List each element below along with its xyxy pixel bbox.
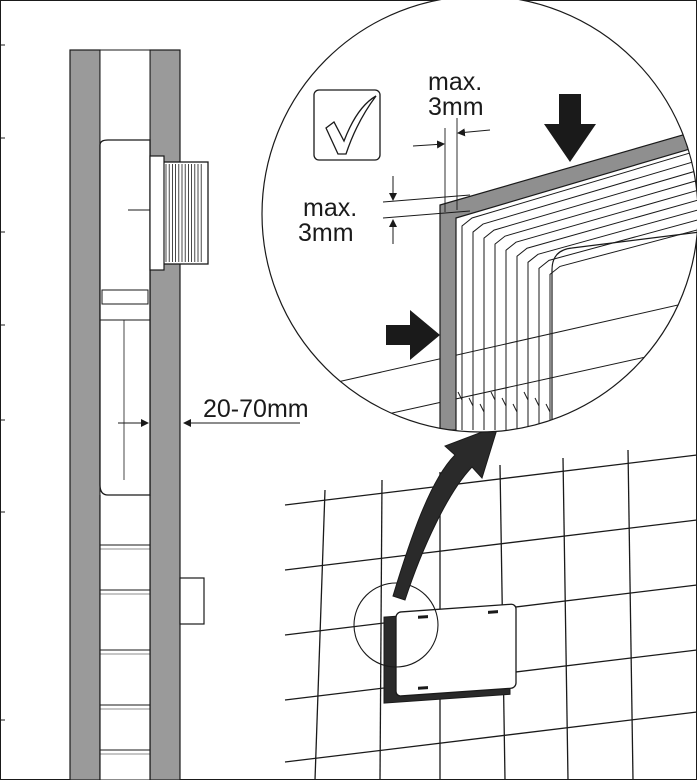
gap-top-label-line2: 3mm: [428, 93, 484, 121]
fin-clip: [479, 403, 485, 413]
device-front-cover: [395, 603, 517, 697]
detail-magnified-view: max. 3mm max. 3mm: [261, 0, 697, 433]
cover-clip: [488, 610, 498, 614]
check-mark-icon: [313, 89, 381, 161]
tile-joint-vertical: [627, 449, 634, 780]
detail-circle-outline: [261, 0, 697, 433]
fin-clip: [523, 391, 529, 401]
fan-device: [383, 603, 517, 704]
cover-fin: [461, 149, 697, 430]
tile-joint-vertical: [379, 479, 383, 780]
fin-clip: [457, 391, 463, 401]
external-grille: [157, 161, 209, 265]
cover-fin: [472, 159, 697, 430]
housing-bracket: [101, 289, 149, 305]
tile-joint-vertical: [562, 457, 569, 780]
cover-fins: [457, 149, 697, 430]
fin-clip: [490, 391, 496, 401]
wall-section-view: 20-70mm: [0, 44, 309, 780]
tile-joint-vertical: [314, 489, 326, 780]
cover-clip: [418, 615, 428, 619]
detail-callout-circle: [353, 582, 439, 668]
cover-clip: [418, 686, 428, 690]
cover-fin: [538, 218, 697, 430]
fin-clip: [501, 397, 507, 407]
outlet-box: [179, 577, 205, 625]
fin-clip: [468, 397, 474, 407]
gap-dimension-horizontal: max. 3mm: [412, 68, 491, 212]
cover-fin: [527, 208, 697, 430]
arrow-right-icon: [386, 310, 440, 360]
fin-clip: [534, 397, 540, 407]
wall-thickness-dimension: 20-70mm: [118, 395, 309, 427]
fin-clip: [512, 403, 518, 413]
gap-side-label-line2: 3mm: [298, 219, 354, 247]
wall-left-layer: [69, 49, 101, 780]
grille-fins: [165, 164, 202, 262]
cover-fin: [494, 179, 697, 430]
gap-top-label-line1: max.: [428, 68, 482, 96]
tile-joint-horizontal: [284, 519, 697, 571]
tile-joint-horizontal: [284, 454, 697, 506]
gap-side-label-line1: max.: [303, 194, 357, 222]
duct-lower: [99, 495, 151, 780]
gap-dimension-vertical: max. 3mm: [298, 176, 471, 247]
tiled-wall-view: [284, 425, 697, 780]
edge-ticks: [0, 44, 5, 721]
fin-clip: [545, 403, 551, 413]
cover-fin: [483, 169, 697, 430]
arrow-down-icon: [544, 94, 596, 162]
cover-fin: [505, 189, 697, 430]
cover-fin: [549, 228, 697, 430]
cover-inner-edge: [551, 231, 697, 430]
duct-sections: [100, 544, 150, 755]
mounting-frame: [439, 129, 697, 431]
curved-arrow-icon: [392, 425, 499, 601]
fan-housing: [99, 139, 151, 496]
cover-fin: [516, 199, 697, 430]
wall-thickness-label: 20-70mm: [203, 395, 309, 423]
tile-joint-horizontal: [284, 711, 697, 763]
grille-flange: [149, 155, 165, 271]
